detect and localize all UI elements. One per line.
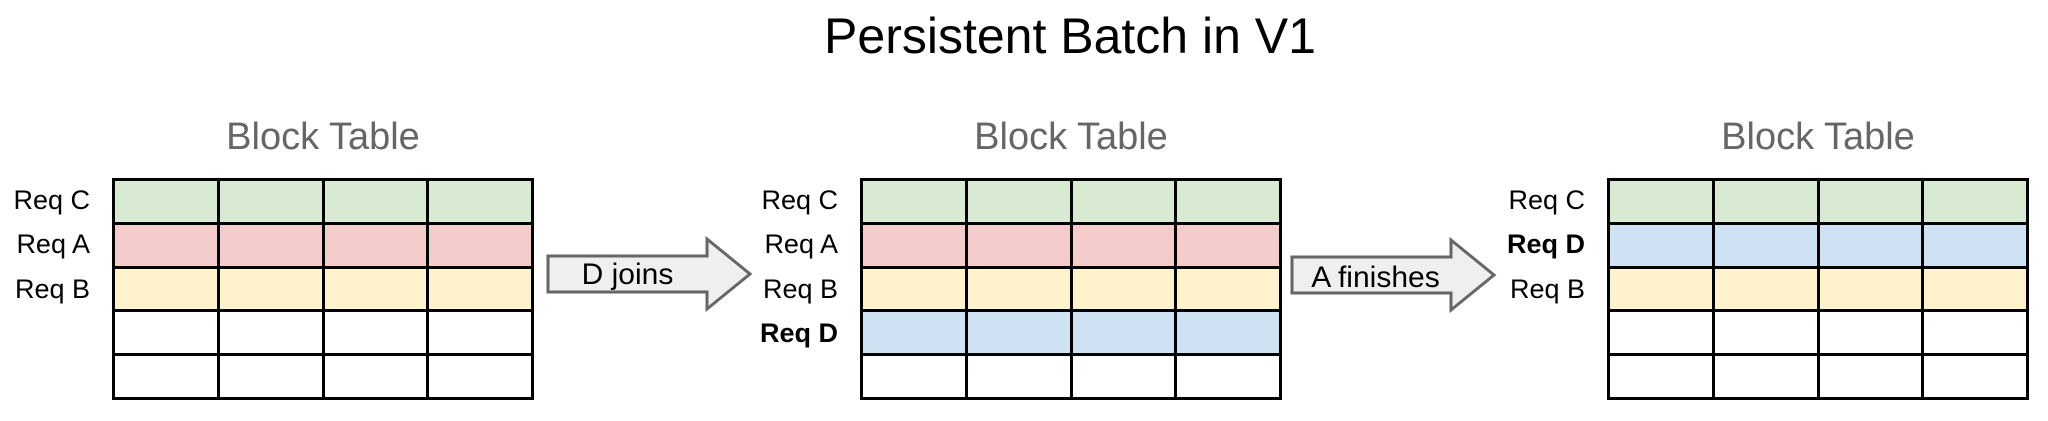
- arrow-label-a-finishes: A finishes: [1311, 261, 1440, 294]
- block-cell: [1177, 312, 1279, 354]
- block-cell: [219, 224, 322, 266]
- row-labels: Req C Req A Req B: [0, 178, 90, 400]
- block-cell: [219, 268, 322, 310]
- row-label: Req B: [1509, 273, 1585, 304]
- row-label: Req C: [1508, 184, 1585, 215]
- row-label: Req A: [16, 229, 90, 260]
- block-table-initial: Block Table Req C Req A Req B: [13, 118, 534, 400]
- block-table-after-d-joins: Block Table Req C Req A Req B Req D: [760, 118, 1282, 400]
- block-cell: [1714, 224, 1817, 266]
- block-cell: [1714, 268, 1817, 310]
- block-cell: [324, 312, 427, 354]
- row-label: Req C: [13, 184, 90, 215]
- block-cell: [1610, 268, 1712, 310]
- block-cell: [429, 268, 531, 310]
- block-cell: [429, 312, 531, 354]
- block-cell: [1610, 181, 1712, 222]
- block-grid: [860, 178, 1282, 400]
- row-label: [1435, 311, 1585, 355]
- block-cell: [1819, 181, 1922, 222]
- block-cell: [1819, 356, 1922, 397]
- block-cell: [1177, 181, 1279, 222]
- block-cell: [324, 224, 427, 266]
- row-label: Req B: [14, 273, 90, 304]
- row-labels: Req C Req D Req B: [1435, 178, 1585, 400]
- block-table-title: Block Table: [226, 116, 420, 158]
- block-cell: [967, 268, 1070, 310]
- block-cell: [1714, 356, 1817, 397]
- right-arrow-icon: [546, 235, 753, 313]
- block-cell: [219, 356, 322, 397]
- block-cell: [1072, 312, 1175, 354]
- block-cell: [115, 312, 217, 354]
- block-table-title: Block Table: [974, 116, 1168, 158]
- block-cell: [863, 312, 965, 354]
- block-cell: [1177, 356, 1279, 397]
- block-cell: [1610, 356, 1712, 397]
- block-table-title: Block Table: [1721, 116, 1915, 158]
- block-cell: [1924, 268, 2026, 310]
- row-label: Req D: [1506, 229, 1585, 260]
- block-cell: [115, 224, 217, 266]
- block-cell: [1072, 356, 1175, 397]
- block-cell: [1819, 268, 1922, 310]
- row-label: [688, 356, 838, 400]
- block-cell: [429, 181, 531, 222]
- block-cell: [115, 356, 217, 397]
- block-cell: [1177, 268, 1279, 310]
- block-cell: [115, 181, 217, 222]
- block-cell: [324, 268, 427, 310]
- block-cell: [1610, 312, 1712, 354]
- row-label: [0, 311, 90, 355]
- block-cell: [1714, 181, 1817, 222]
- block-cell: [429, 356, 531, 397]
- right-arrow-icon: [1290, 236, 1497, 314]
- diagram-title: Persistent Batch in V1: [824, 8, 1316, 64]
- block-cell: [1072, 268, 1175, 310]
- block-grid: [1607, 178, 2029, 400]
- row-label: Req B: [762, 273, 838, 304]
- block-cell: [967, 224, 1070, 266]
- block-grid: [112, 178, 534, 400]
- block-cell: [863, 268, 965, 310]
- block-cell: [1072, 224, 1175, 266]
- block-cell: [324, 181, 427, 222]
- block-cell: [967, 356, 1070, 397]
- block-cell: [1924, 356, 2026, 397]
- block-cell: [219, 312, 322, 354]
- block-cell: [967, 181, 1070, 222]
- row-label: Req C: [761, 184, 838, 215]
- block-cell: [863, 181, 965, 222]
- block-cell: [115, 268, 217, 310]
- block-cell: [1924, 312, 2026, 354]
- block-cell: [1714, 312, 1817, 354]
- block-cell: [1924, 181, 2026, 222]
- block-cell: [219, 181, 322, 222]
- row-label: Req D: [759, 317, 838, 348]
- block-cell: [324, 356, 427, 397]
- block-cell: [1072, 181, 1175, 222]
- arrow-label-d-joins: D joins: [581, 258, 674, 291]
- row-label: Req A: [764, 229, 838, 260]
- block-cell: [1610, 224, 1712, 266]
- block-cell: [1819, 312, 1922, 354]
- row-labels: Req C Req A Req B Req D: [688, 178, 838, 400]
- block-cell: [863, 356, 965, 397]
- row-label: [1435, 356, 1585, 400]
- block-table-after-a-finishes: Block Table Req C Req D Req B: [1507, 118, 2029, 400]
- block-cell: [1924, 224, 2026, 266]
- block-cell: [1177, 224, 1279, 266]
- block-cell: [863, 224, 965, 266]
- block-cell: [429, 224, 531, 266]
- block-cell: [967, 312, 1070, 354]
- row-label: [0, 356, 90, 400]
- block-cell: [1819, 224, 1922, 266]
